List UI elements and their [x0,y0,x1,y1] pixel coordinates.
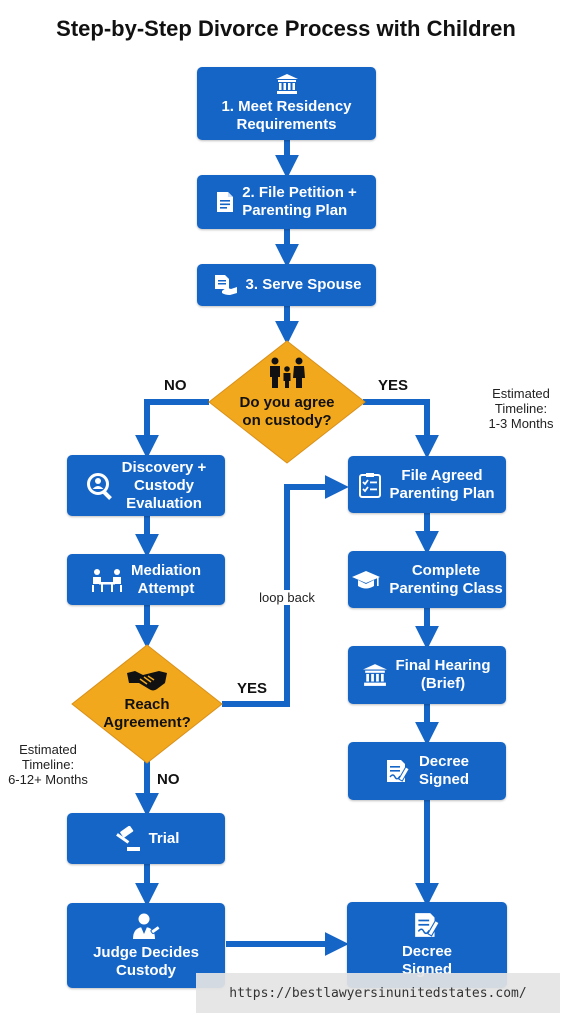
handshake-icon [125,667,169,698]
magnifier-person-icon [86,472,114,500]
handing-papers-icon [212,274,238,296]
branch-label-yes-loop: YES [237,680,268,697]
step-mediation-label: Mediation Attempt [131,561,201,597]
loop-back-label: loop back [252,590,322,605]
family-icon [268,357,306,394]
step-decree-signed-right: Decree Signed [348,742,506,800]
checklist-icon [359,472,382,498]
step-final-hearing-label: Final Hearing (Brief) [395,657,491,692]
step-file-petition: 2. File Petition + Parenting Plan [197,175,376,229]
step-file-agreed-plan-label: File Agreed Parenting Plan [389,466,495,502]
courthouse-icon [363,664,388,686]
step-serve-spouse: 3. Serve Spouse [197,264,376,306]
arrow-no-discovery [135,399,209,459]
timeline-note-agreed: Estimated Timeline: 1-3 Months [488,386,554,431]
step-meet-residency-label: 1. Meet Residency Requirements [221,97,352,133]
timeline-note-contested: Estimated Timeline: 6-12+ Months [8,742,88,787]
step-file-petition-label: 2. File Petition + Parenting Plan [242,184,357,219]
step-parenting-class: Complete Parenting Class [348,551,506,608]
gavel-icon [113,825,141,852]
branch-label-yes: YES [378,377,409,394]
document-icon [216,191,234,213]
step-discovery: Discovery + Custody Evaluation [67,455,225,516]
step-final-hearing: Final Hearing (Brief) [348,646,506,704]
step-mediation: Mediation Attempt [67,554,225,605]
branch-label-no: NO [164,377,187,394]
step-file-agreed-plan: File Agreed Parenting Plan [348,456,506,513]
step-meet-residency: 1. Meet Residency Requirements [197,67,376,140]
meeting-table-icon [91,568,123,592]
graduation-cap-icon [351,569,381,591]
courthouse-icon [275,73,298,94]
source-url-banner[interactable]: https://bestlawyersinunitedstates.com/ [196,973,560,1013]
signed-document-icon [385,758,411,784]
step-parenting-class-label: Complete Parenting Class [389,561,503,597]
judge-icon [130,912,162,940]
step-discovery-label: Discovery + Custody Evaluation [121,458,207,512]
diagram-title: Step-by-Step Divorce Process with Childr… [56,16,516,41]
connector-arrows [135,140,439,956]
decision-agree-custody-shape [208,340,366,464]
step-judge-decides-label: Judge Decides Custody [93,943,199,979]
decision-reach-agreement-shape [71,644,223,764]
step-trial: Trial [67,813,225,864]
decision-reach-agreement-label: Reach Agreement? [103,696,191,731]
step-trial-label: Trial [148,829,180,847]
arrow-yes-file-agreed [363,399,439,459]
step-decree-signed-right-label: Decree Signed [418,753,470,788]
signed-document-icon [413,911,441,939]
decision-agree-custody-label: Do you agree on custody? [239,394,335,429]
step-serve-spouse-label: 3. Serve Spouse [245,276,362,293]
branch-label-no-down: NO [157,771,180,788]
